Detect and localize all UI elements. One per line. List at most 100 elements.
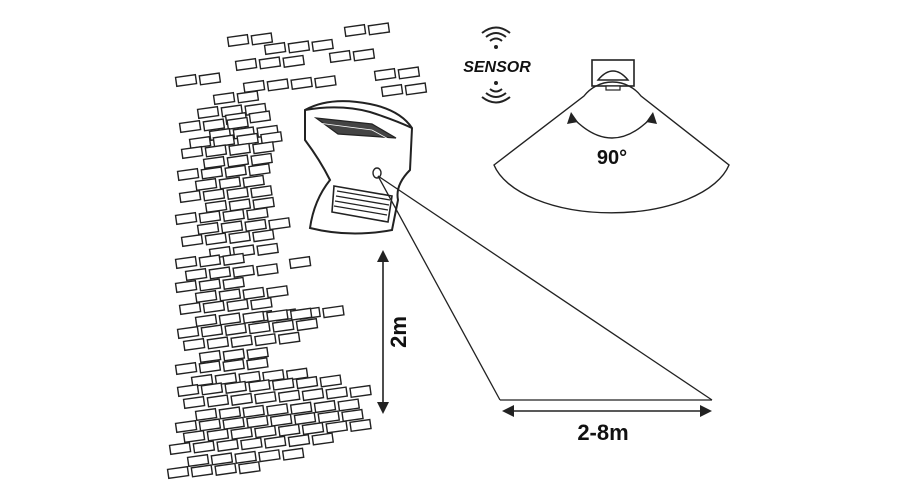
brick — [266, 285, 289, 299]
brick — [341, 408, 364, 423]
brick — [180, 233, 204, 248]
brick — [367, 22, 391, 36]
brick — [311, 38, 334, 52]
range-label: 2-8m — [577, 420, 628, 445]
brick — [230, 426, 253, 440]
brick — [397, 66, 421, 80]
brick — [277, 389, 301, 403]
brick — [182, 395, 206, 410]
brick — [288, 255, 312, 270]
brick — [234, 450, 257, 464]
brick — [198, 278, 222, 292]
brick — [200, 324, 224, 338]
brick — [206, 336, 230, 350]
brick — [238, 461, 261, 475]
brick — [198, 254, 222, 268]
brick — [281, 447, 305, 461]
brick — [228, 142, 251, 156]
brick — [268, 217, 291, 231]
brick — [226, 33, 250, 48]
brick — [250, 185, 273, 199]
brick — [242, 286, 265, 300]
brick — [176, 383, 200, 398]
brick — [242, 174, 265, 188]
brick — [287, 433, 311, 448]
brick — [206, 394, 230, 408]
brick — [266, 78, 290, 92]
brick — [266, 403, 289, 417]
brick — [200, 166, 224, 180]
solar-wall-lamp — [304, 100, 414, 235]
brick — [224, 380, 247, 394]
brick — [311, 432, 335, 446]
brick — [380, 83, 404, 98]
brick — [174, 211, 198, 226]
height-label: 2m — [386, 316, 411, 348]
brick — [250, 297, 273, 311]
brick — [210, 452, 234, 466]
brick — [224, 164, 247, 178]
brick — [263, 435, 287, 449]
angle-label: 90° — [597, 147, 627, 169]
brick — [194, 289, 218, 304]
brick — [218, 288, 242, 302]
range-dimension: 2-8m — [502, 405, 712, 445]
brick — [258, 56, 282, 70]
led-grille — [331, 185, 393, 223]
brick — [269, 413, 293, 427]
brick — [190, 464, 214, 478]
brick — [246, 357, 269, 371]
brick-wall — [166, 22, 428, 480]
brick — [194, 313, 218, 328]
brick — [194, 177, 218, 192]
brick — [295, 375, 319, 390]
brick — [252, 141, 275, 155]
brick — [180, 145, 204, 160]
brick — [248, 321, 271, 335]
brick — [212, 91, 236, 106]
brick — [208, 266, 232, 280]
brick — [266, 309, 289, 323]
brick — [232, 264, 255, 278]
brick — [182, 429, 206, 444]
brick — [244, 218, 267, 232]
brick — [240, 437, 263, 451]
brick — [271, 377, 295, 391]
brick — [343, 23, 367, 38]
brick — [174, 419, 198, 434]
brick — [277, 423, 301, 437]
brick — [254, 333, 277, 347]
brick — [263, 41, 287, 56]
brick — [196, 221, 220, 236]
brick — [178, 119, 202, 134]
brick — [349, 418, 372, 433]
brick — [252, 196, 275, 210]
brick — [196, 105, 220, 120]
brick — [226, 186, 249, 200]
brick — [218, 312, 242, 326]
brick — [246, 346, 269, 360]
brick — [222, 416, 245, 430]
brick — [325, 420, 349, 434]
brick — [230, 334, 253, 348]
brick — [224, 322, 247, 336]
brick — [271, 319, 295, 333]
brick — [328, 49, 352, 64]
brick — [289, 401, 313, 415]
brick — [319, 374, 343, 388]
brick — [214, 462, 237, 476]
brick — [373, 67, 397, 82]
brick — [202, 155, 226, 170]
brick — [194, 407, 218, 422]
brick — [256, 263, 279, 277]
brick — [254, 425, 277, 439]
brick — [242, 404, 265, 418]
brick — [337, 398, 361, 412]
brick — [254, 391, 277, 405]
brick — [200, 382, 224, 396]
brick — [228, 198, 252, 212]
brick — [404, 82, 428, 96]
brick — [198, 72, 222, 86]
brick — [198, 360, 222, 374]
brick — [290, 76, 313, 90]
